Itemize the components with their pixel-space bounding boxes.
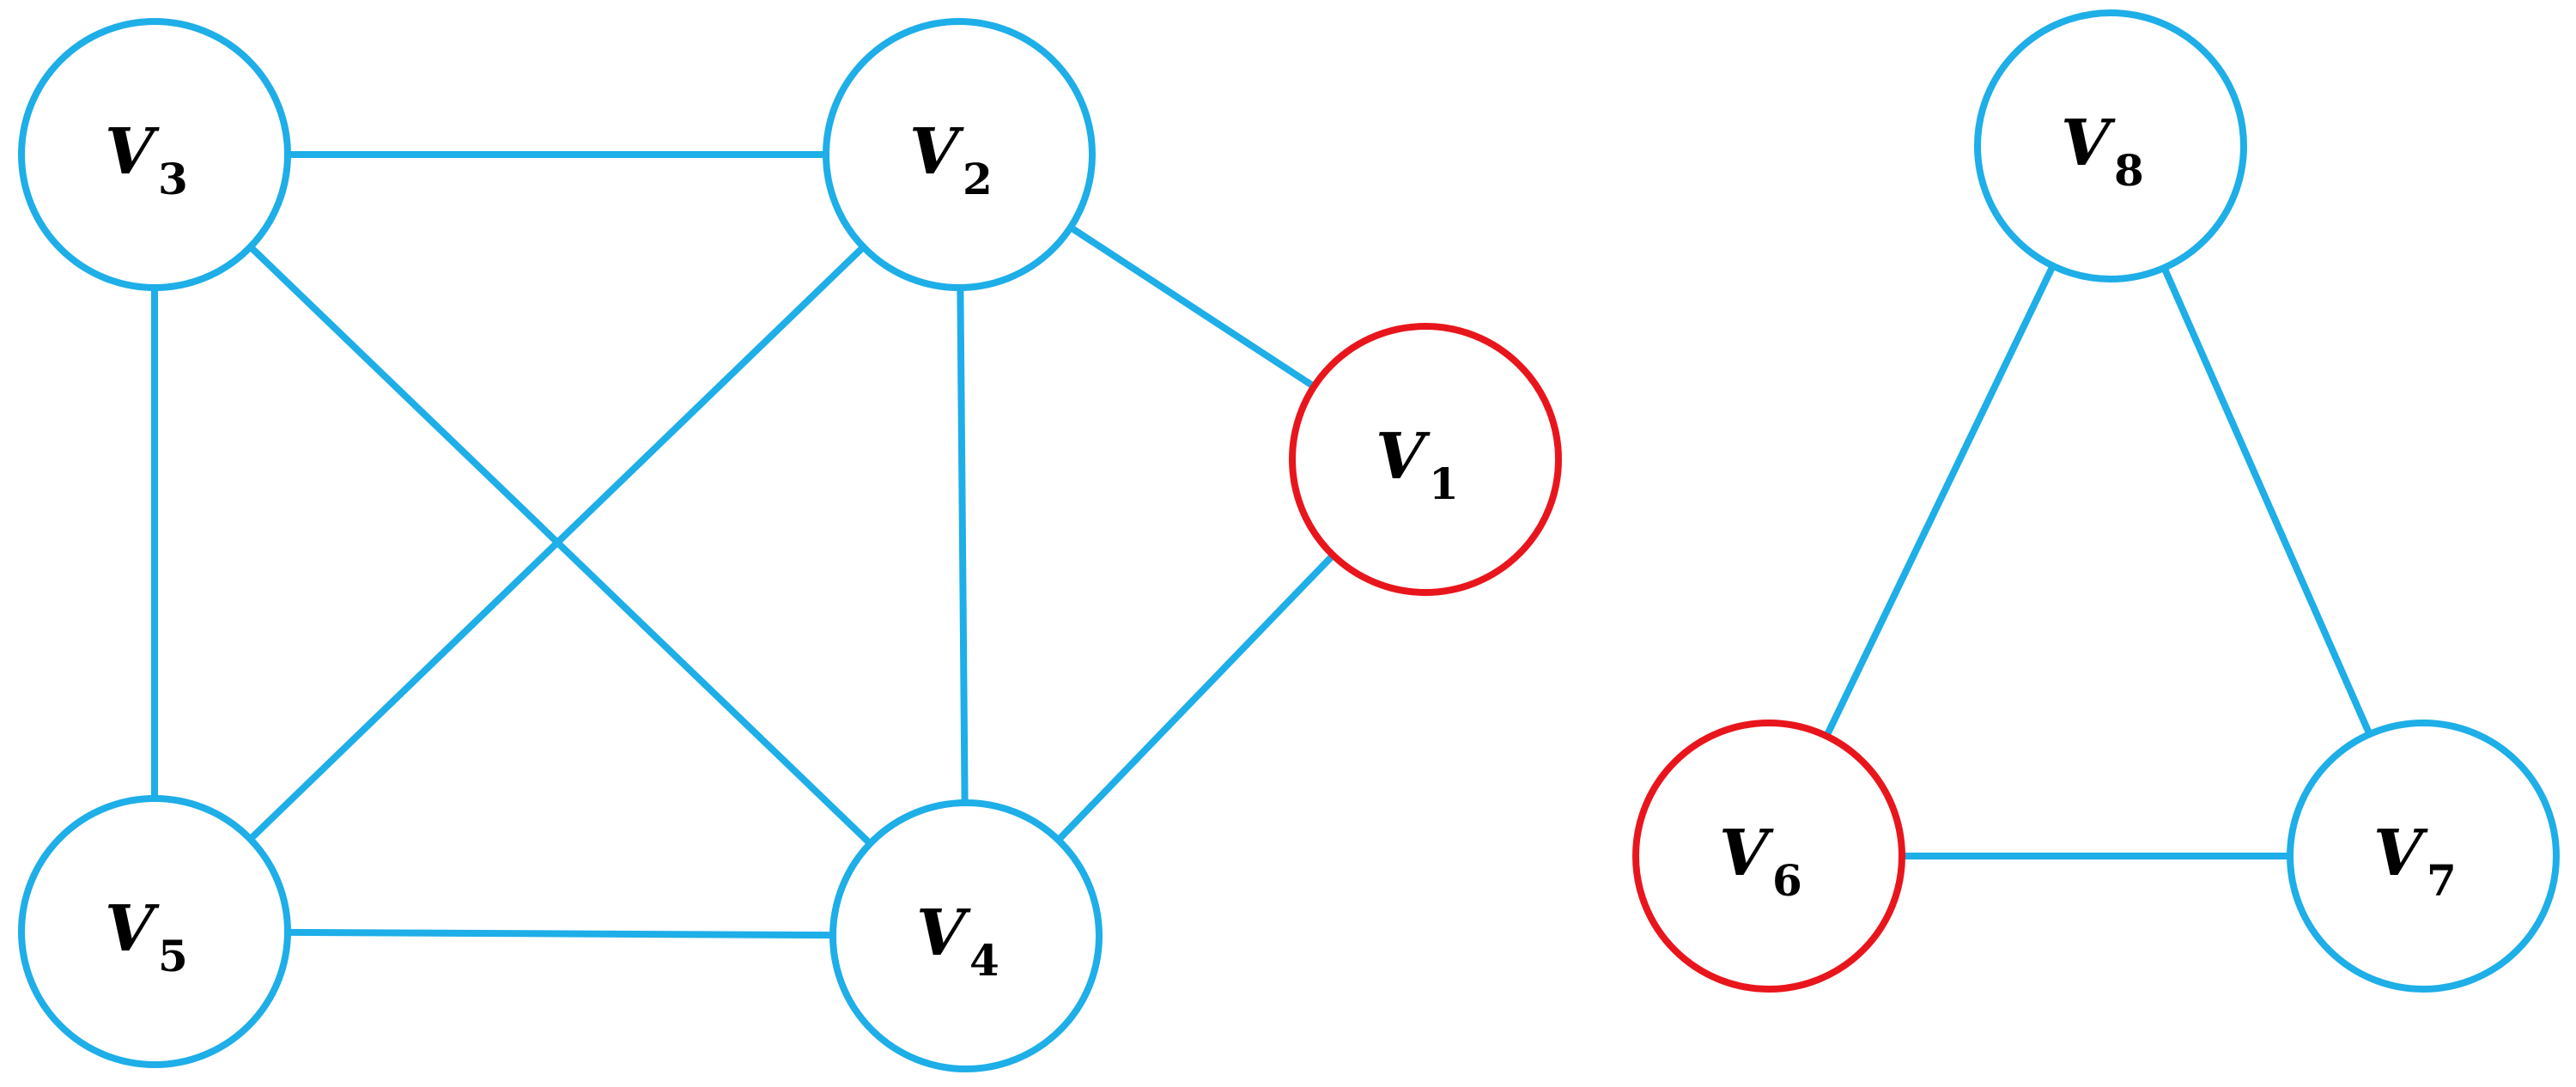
- node-label-letter: V: [2061, 106, 2116, 180]
- node-circle: [823, 18, 1096, 291]
- node-label-subscript: 2: [963, 154, 993, 204]
- node-label-subscript: 8: [2114, 145, 2144, 196]
- node-label-letter: V: [105, 115, 160, 189]
- edge-v2-v5: [247, 244, 866, 842]
- node-label-subscript: 1: [1429, 458, 1459, 509]
- node-circle: [18, 18, 291, 291]
- node-circle: [829, 799, 1103, 1072]
- node-label-subscript: 7: [2427, 855, 2457, 906]
- node-circle: [2287, 720, 2560, 993]
- node-label-subscript: 5: [158, 931, 188, 981]
- node-label-letter: V: [2373, 817, 2428, 890]
- edge-v3-v4: [247, 244, 873, 847]
- node-label-letter: V: [105, 892, 160, 966]
- node-label-letter: V: [1376, 420, 1431, 494]
- edge-v5-v4: [287, 928, 834, 939]
- node-label-subscript: 3: [158, 154, 188, 204]
- node-circle: [1289, 323, 1562, 596]
- node-label-letter: V: [909, 115, 964, 189]
- edge-v2-v1: [1068, 224, 1316, 390]
- node-circle: [1974, 9, 2247, 282]
- edges-layer: [151, 151, 2373, 939]
- node-circle: [18, 795, 291, 1068]
- edge-v2-v4: [957, 287, 969, 804]
- edge-v1-v4: [1055, 552, 1336, 843]
- node-label-letter: V: [1719, 817, 1774, 890]
- edge-v8-v6: [1823, 264, 2057, 738]
- node-label-subscript: 6: [1772, 855, 1802, 906]
- node-circle: [1632, 720, 1905, 993]
- node-label-letter: V: [916, 896, 971, 970]
- node-label-subscript: 4: [969, 935, 999, 986]
- edge-v8-v7: [2160, 266, 2373, 736]
